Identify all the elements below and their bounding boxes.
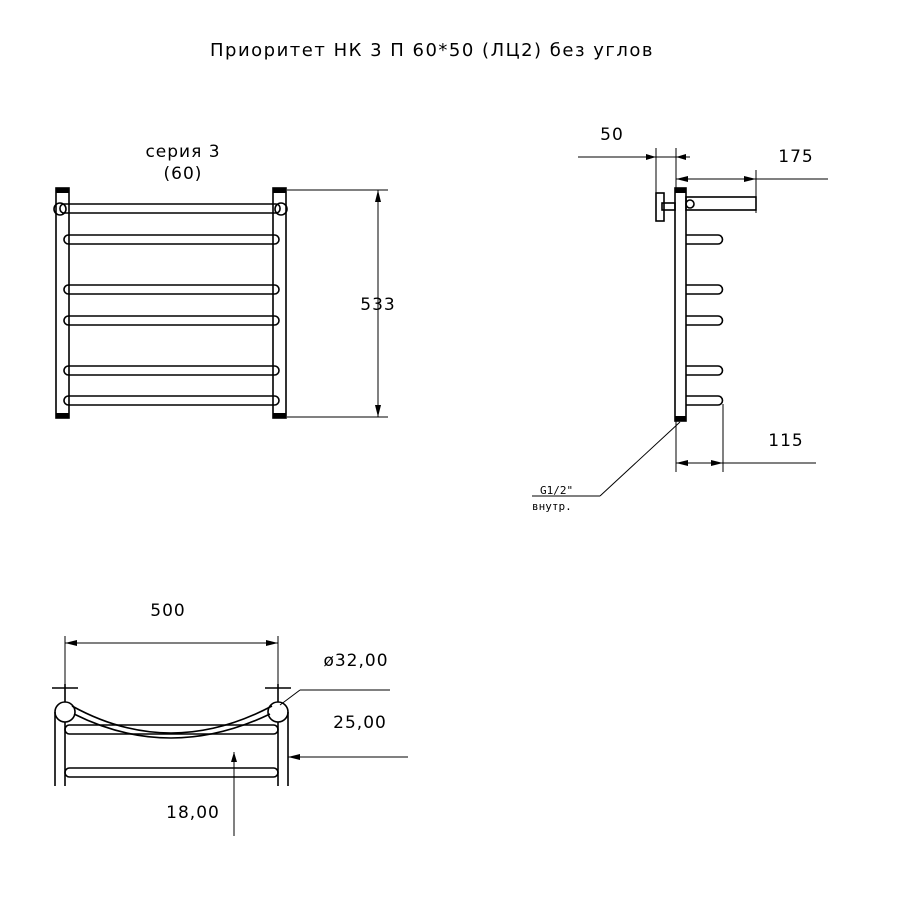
right-riser-cap-top <box>273 188 286 193</box>
dim115-arrow-right <box>711 460 723 466</box>
dim175-arrow-left <box>676 176 688 182</box>
rung-3 <box>63 315 280 326</box>
side-rung-4 <box>686 365 724 376</box>
dim25-arrow <box>288 754 300 760</box>
side-rung-5 <box>686 395 724 406</box>
dim115-label: 115 <box>768 431 803 451</box>
side-top-rail-end <box>685 199 695 209</box>
left-riser <box>55 187 70 419</box>
side-rung-2 <box>686 284 724 295</box>
right-riser-cap-bottom <box>273 413 286 418</box>
dim25-label: 25,00 <box>333 713 387 733</box>
right-riser <box>272 187 287 419</box>
dim50-arrow-left <box>646 154 656 160</box>
dim50-label: 50 <box>600 125 624 145</box>
top-view-rung-1 <box>64 724 279 735</box>
left-riser-cap-top <box>56 188 69 193</box>
shelf-curve-outer <box>71 705 273 734</box>
side-rung-1 <box>686 234 724 245</box>
side-rung-3 <box>686 315 724 326</box>
top-right-connector <box>274 202 288 216</box>
top-view: 500 ø32,00 25,00 <box>52 601 408 836</box>
dim18-label: 18,00 <box>166 803 220 823</box>
width-dim-label: 500 <box>150 601 185 621</box>
height-dim-label: 533 <box>360 295 395 315</box>
side-top-rail <box>685 196 757 211</box>
top-view-rung-2 <box>64 767 279 778</box>
series-sub-label: (60) <box>164 164 203 184</box>
drawing-title: Приоритет НК 3 П 60*50 (ЛЦ2) без углов <box>210 40 654 61</box>
thread-leader <box>599 421 681 497</box>
side-riser-cap-bottom <box>675 416 686 421</box>
height-arrow-bottom <box>375 405 381 417</box>
rung-2 <box>63 284 280 295</box>
width-arrow-left <box>65 640 77 646</box>
rung-5 <box>63 395 280 406</box>
rung-1 <box>63 234 280 245</box>
side-riser <box>674 187 687 422</box>
top-left-connector <box>53 202 67 216</box>
dim175-label: 175 <box>778 147 813 167</box>
dim115-arrow-left <box>676 460 688 466</box>
thread-label: G1/2" <box>540 484 573 497</box>
dim18-arrow <box>231 752 237 762</box>
left-riser-circle <box>54 701 76 723</box>
thread-sub-label: внутр. <box>532 500 572 513</box>
height-arrow-top <box>375 190 381 202</box>
right-riser-circle <box>267 701 289 723</box>
dim175-arrow-right <box>744 176 756 182</box>
front-view: серия 3 (60) 533 <box>53 142 395 419</box>
wall-bracket <box>655 192 665 222</box>
width-arrow-right <box>266 640 278 646</box>
diameter-dim-label: ø32,00 <box>323 651 388 671</box>
top-rung <box>59 203 281 214</box>
series-label: серия 3 <box>145 142 220 162</box>
side-view: 50 175 115 G1/2" внутр. <box>532 125 828 513</box>
left-riser-cap-bottom <box>56 413 69 418</box>
rung-4 <box>63 365 280 376</box>
diameter-leader <box>279 689 301 706</box>
side-riser-cap-top <box>675 188 686 193</box>
dim50-arrow-right <box>676 154 686 160</box>
